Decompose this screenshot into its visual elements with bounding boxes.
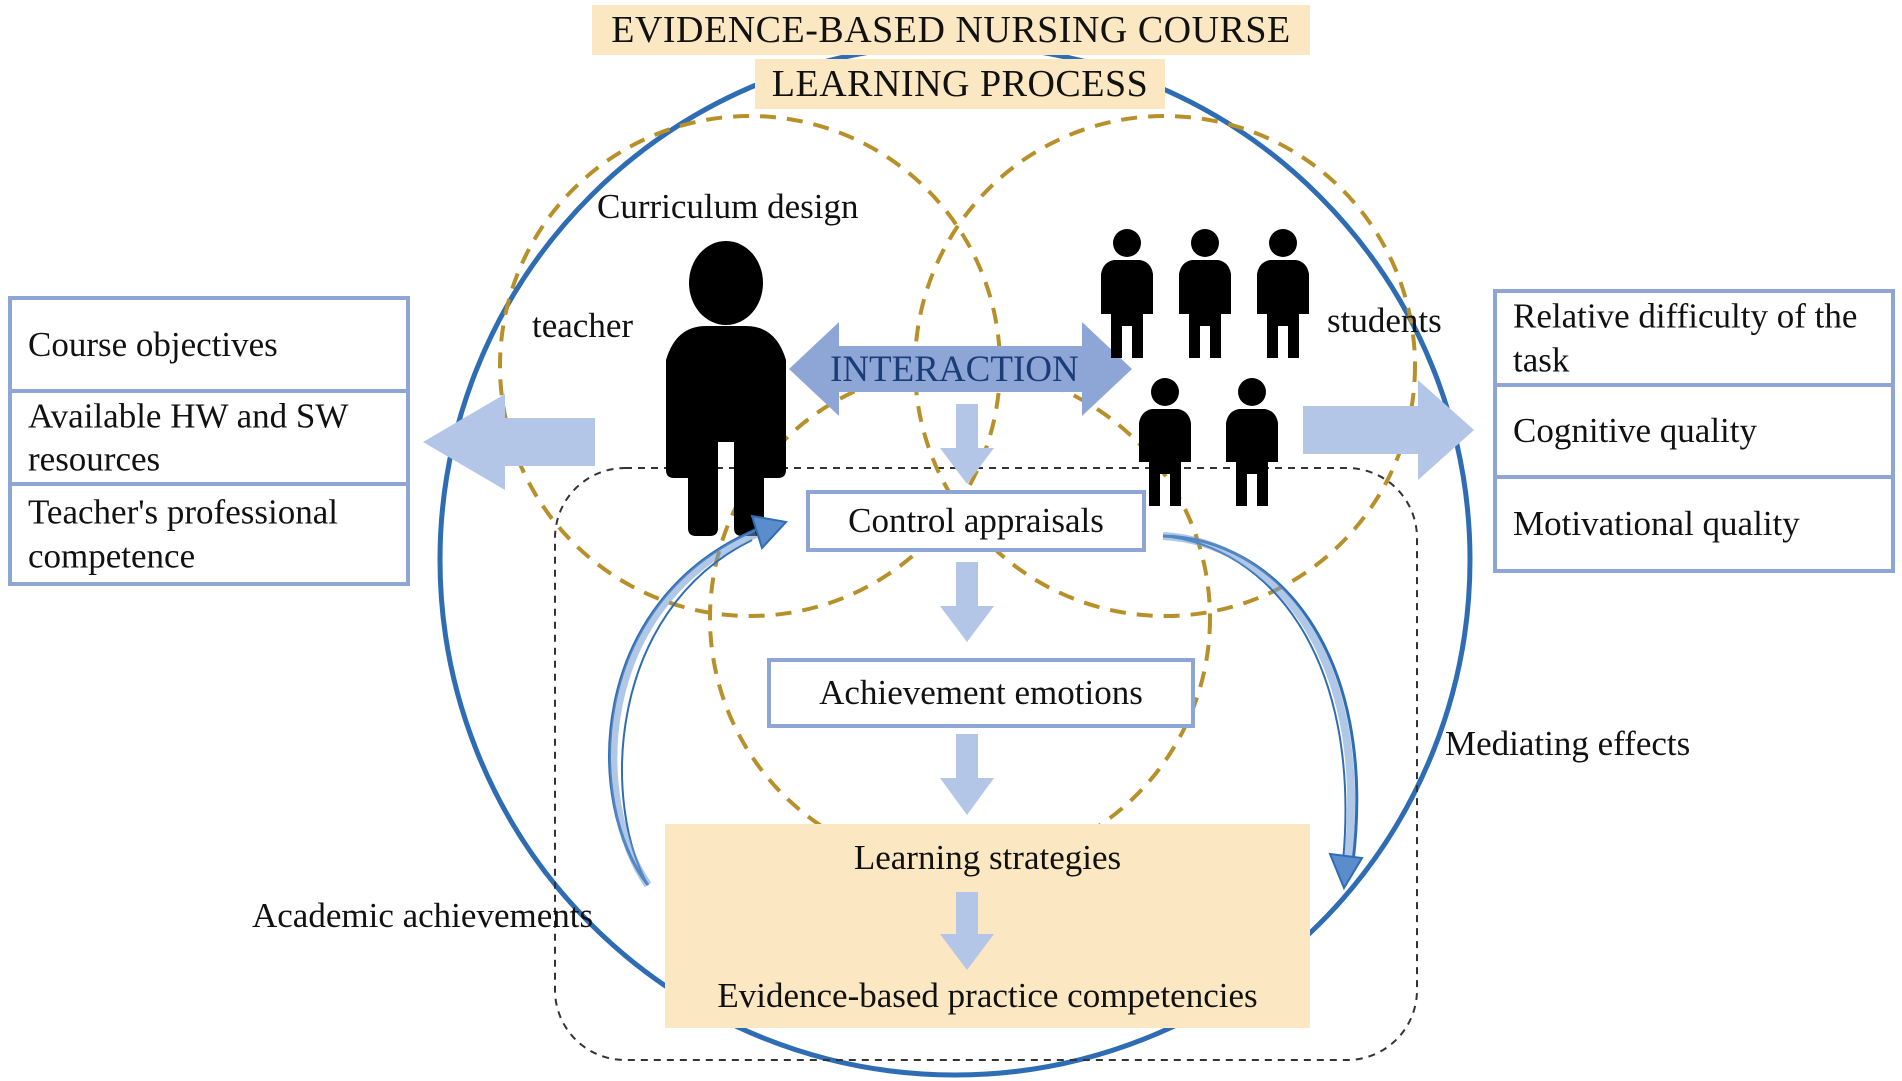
students-label: students — [1327, 301, 1442, 340]
down-arrow-2 — [940, 562, 994, 642]
academic-achievements-label: Academic achievements — [252, 896, 594, 935]
title-line-2: LEARNING PROCESS — [755, 59, 1165, 109]
control-appraisals-box: Control appraisals — [806, 490, 1146, 552]
left-arrow — [423, 394, 595, 490]
factor-box-task-difficulty: Relative difficulty of the task — [1493, 289, 1895, 387]
student-icon-2 — [1179, 229, 1231, 358]
student-icon-5 — [1226, 378, 1278, 506]
achievement-emotions-box: Achievement emotions — [767, 658, 1195, 728]
teacher-label: teacher — [532, 306, 634, 345]
outcome-highlight — [665, 824, 1310, 1028]
mediating-effects-label: Mediating effects — [1445, 724, 1691, 763]
student-icon-4 — [1139, 378, 1191, 506]
factor-box-motivational-quality: Motivational quality — [1493, 475, 1895, 573]
factor-label: Motivational quality — [1513, 504, 1800, 544]
factor-label: Available HW and SW resources — [28, 395, 348, 479]
student-icon-1 — [1101, 229, 1153, 358]
title-line-1: EVIDENCE-BASED NURSING COURSE — [592, 5, 1310, 55]
left-factors-group: Course objectives Available HW and SW re… — [8, 296, 410, 586]
interaction-label: INTERACTION — [830, 349, 1079, 390]
student-icon-3 — [1257, 229, 1309, 358]
teacher-icon — [666, 241, 786, 536]
students-icon — [1101, 229, 1309, 506]
down-arrow-3 — [940, 734, 994, 815]
down-arrow-1 — [940, 404, 994, 484]
ebp-competencies-label: Evidence-based practice competencies — [717, 976, 1258, 1015]
factor-box-teacher-competence: Teacher's professional competence — [8, 482, 410, 586]
learning-strategies-label: Learning strategies — [853, 838, 1122, 877]
academic-achievement-curve — [608, 514, 788, 888]
factor-box-cognitive-quality: Cognitive quality — [1493, 383, 1895, 479]
right-arrow — [1303, 380, 1474, 480]
factor-box-resources: Available HW and SW resources — [8, 389, 410, 486]
factor-label: Teacher's professional competence — [28, 492, 338, 575]
factor-label: Cognitive quality — [1513, 411, 1758, 451]
factor-box-course-objectives: Course objectives — [8, 296, 410, 393]
mediating-effect-curve — [1162, 532, 1364, 891]
factor-label: Relative difficulty of the task — [1513, 296, 1858, 379]
factor-label: Course objectives — [28, 324, 278, 364]
curriculum-design-label: Curriculum design — [597, 187, 859, 226]
mediating-region — [554, 467, 1418, 1061]
interaction-arrow — [789, 322, 1132, 416]
down-arrow-4 — [940, 892, 994, 970]
